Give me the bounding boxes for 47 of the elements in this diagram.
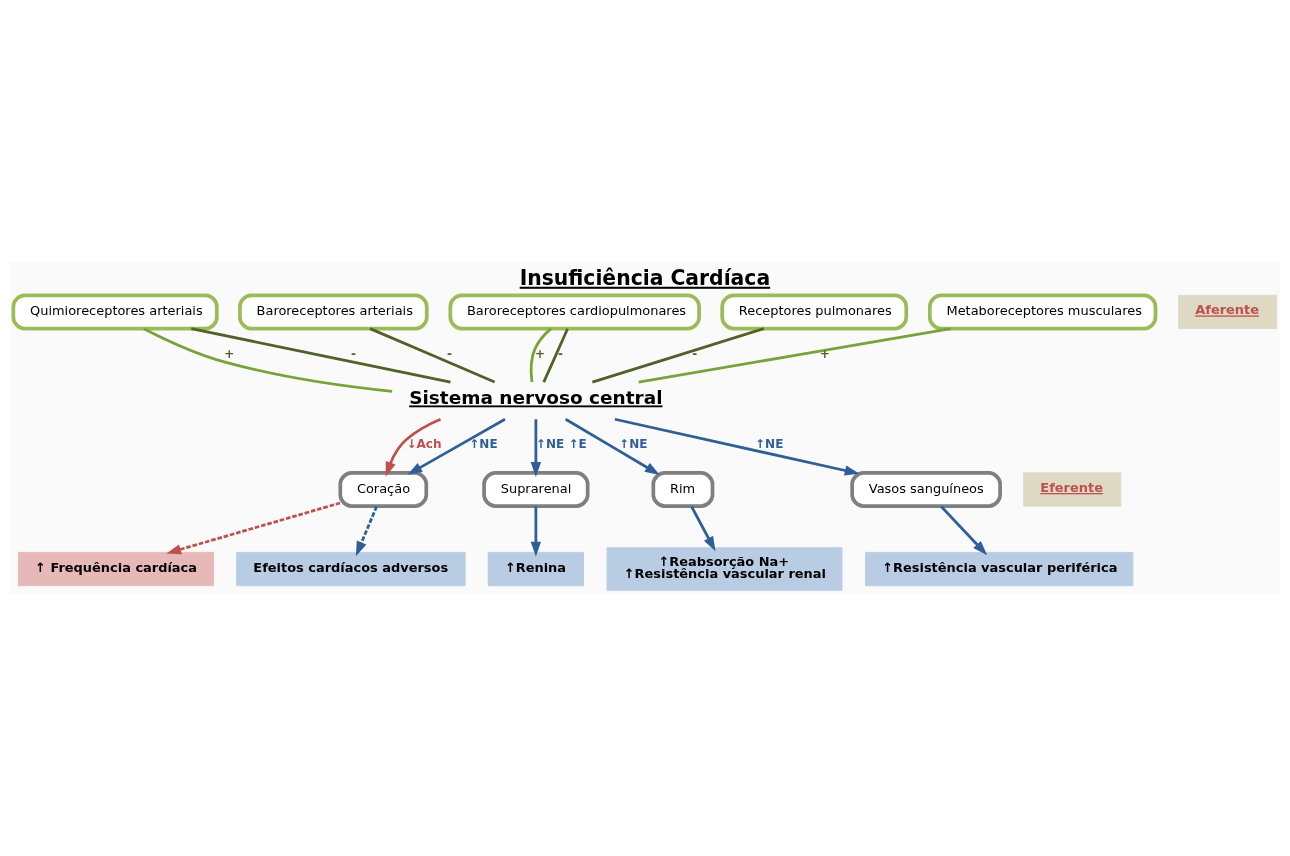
node-box: Receptores pulmonares: [720, 293, 909, 331]
node-box: Coração: [338, 471, 429, 508]
node-box: ↑Resistência vascular periférica: [865, 551, 1134, 587]
edge-label: ↑NE ↑E: [535, 437, 587, 452]
node-box: Efeitos cardíacos adversos: [236, 551, 466, 587]
edge-label: ↑NE: [755, 437, 784, 452]
node-box: Baroreceptores cardiopulmonares: [448, 293, 701, 331]
label: Eferente: [1040, 480, 1103, 495]
edge-label: ↑NE: [619, 437, 648, 452]
diagram-title: Insuficiência Cardíaca: [519, 265, 771, 290]
edge-label: +: [534, 346, 546, 361]
arrow: [530, 506, 542, 557]
arrow: [407, 418, 506, 475]
edge-label: -: [447, 346, 453, 361]
node-box: Suprarenal: [482, 471, 590, 508]
connector: [529, 327, 552, 383]
connector: [638, 327, 952, 384]
node-box: Rim: [651, 471, 715, 508]
arrow: [614, 417, 860, 476]
edge-label: +: [224, 346, 235, 361]
edge-label: -: [558, 346, 564, 361]
arrow: [166, 501, 341, 555]
edge-label: +: [819, 346, 830, 361]
node-box: Vasos sanguíneos: [850, 471, 1002, 508]
node-box: ↑Reabsorção Na+ ↑Resistência vascular renal: [606, 547, 843, 591]
node-box: ↑Renina: [487, 551, 584, 587]
node-box: Metaboreceptores musculares: [928, 293, 1158, 331]
arrow: [564, 418, 660, 475]
edge-label: -: [350, 346, 356, 361]
connector: [591, 327, 765, 384]
connector: [542, 328, 569, 383]
connector: [143, 327, 393, 393]
connector: [191, 327, 451, 384]
connector: [369, 327, 496, 384]
node-box: Quimioreceptores arteriais: [11, 293, 219, 331]
node-text: Sistema nervoso central: [409, 387, 663, 409]
edge-label: ↑NE: [469, 437, 498, 452]
arrow: [530, 419, 542, 477]
arrow: [355, 505, 378, 557]
label: Aferente: [1195, 302, 1259, 318]
node-box: Baroreceptores arteriais: [238, 293, 429, 331]
arrow: [940, 505, 988, 556]
arrow: [690, 505, 716, 552]
node-box: ↑ Frequência cardíaca: [18, 551, 215, 587]
edge-label: -: [692, 346, 698, 361]
edge-label: ↓Ach: [406, 437, 442, 452]
arrow: [385, 418, 442, 477]
